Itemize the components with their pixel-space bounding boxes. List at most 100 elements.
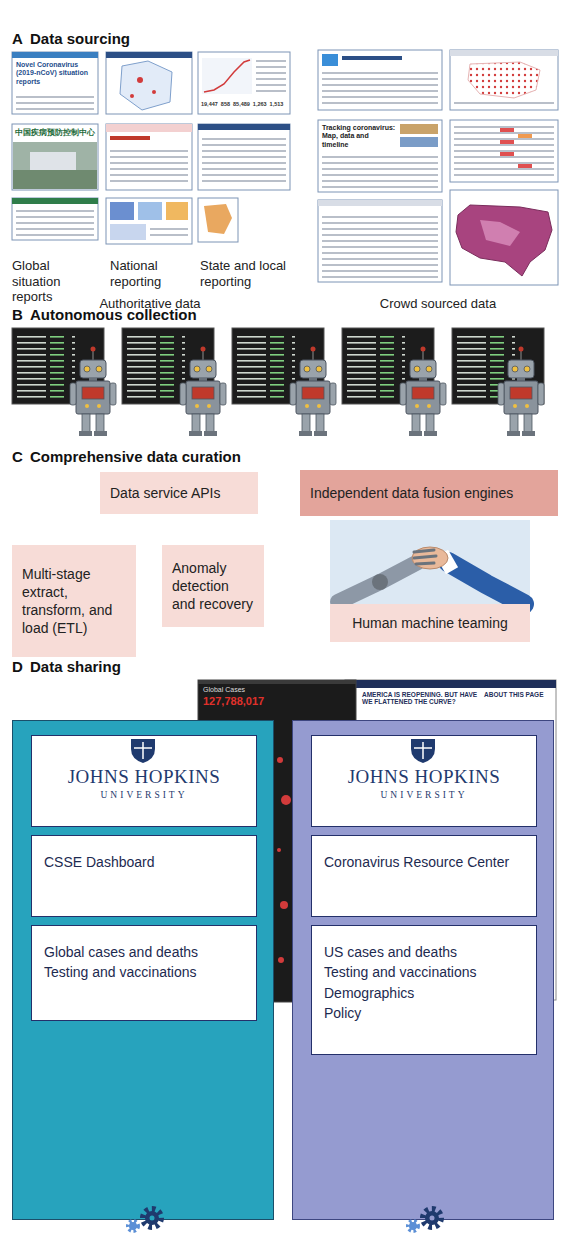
website-screenshot — [318, 200, 442, 206]
screenshot-text: Novel Coronavirus (2019-nCoV) situation … — [16, 61, 94, 86]
terminal-robot — [12, 328, 544, 436]
website-screenshot — [12, 52, 98, 58]
box-text: Policy — [324, 1003, 524, 1023]
handshake-illustration — [330, 520, 530, 640]
handshake-illustration — [448, 562, 524, 604]
box-text: Multi-stage extract, transform, and load… — [22, 565, 126, 638]
dashboard-screenshot — [278, 957, 284, 963]
map-screenshot — [480, 220, 520, 246]
website-screenshot — [16, 94, 94, 110]
website-screenshot — [500, 140, 514, 144]
list-box: US cases and deathsTesting and vaccinati… — [311, 925, 537, 1055]
website-screenshot — [322, 54, 338, 66]
website-screenshot — [30, 152, 76, 170]
website-screenshot — [345, 680, 556, 688]
website-screenshot — [198, 124, 290, 190]
box-text: Anomaly detection and recovery — [172, 559, 254, 614]
website-screenshot — [400, 124, 438, 134]
website-screenshot — [256, 58, 286, 94]
website-screenshot — [500, 152, 514, 156]
website-screenshot — [138, 202, 162, 220]
website-screenshot — [450, 120, 558, 182]
screenshot-number: 1,263 — [253, 101, 267, 108]
section-letter: D — [12, 658, 23, 676]
website-screenshot — [110, 202, 134, 220]
website-screenshot — [198, 198, 238, 242]
website-screenshot — [518, 164, 532, 168]
website-screenshot — [106, 198, 192, 244]
website-screenshot — [152, 90, 156, 94]
website-screenshot — [204, 60, 250, 92]
map-screenshot — [456, 205, 552, 276]
website-screenshot — [202, 58, 252, 94]
box-text: Testing and vaccinations — [44, 962, 244, 982]
gear-icon — [409, 1222, 417, 1230]
box-text: Global cases and deaths — [44, 942, 244, 962]
dashboard-screenshot — [198, 680, 356, 684]
section-letter: C — [12, 448, 23, 466]
website-screenshot — [110, 146, 188, 184]
screenshot-number: 127,788,017 — [203, 695, 264, 708]
website-screenshot — [13, 170, 97, 189]
terminal-robot — [400, 347, 446, 437]
website-screenshot — [106, 124, 192, 132]
section-heading: Data sourcing — [30, 30, 130, 48]
box-text: Human machine teaming — [340, 614, 520, 632]
screenshot-text: AMERICA IS REOPENING. BUT HAVE WE FLATTE… — [362, 691, 478, 706]
group-label: Crowd sourced data — [338, 296, 538, 312]
website-screenshot — [106, 124, 192, 190]
logo-box: JOHNS HOPKINSUNIVERSITY — [311, 735, 537, 827]
box-text: JOHNS HOPKINS — [324, 766, 524, 789]
website-screenshot — [468, 62, 540, 98]
box-text: UNIVERSITY — [324, 789, 524, 802]
title-box: CSSE Dashboard — [31, 835, 257, 917]
website-screenshot — [318, 50, 442, 110]
website-screenshot — [450, 50, 558, 110]
handshake-illustration — [338, 562, 418, 602]
process-box: Anomaly detection and recovery — [162, 545, 264, 627]
website-screenshot — [166, 202, 188, 220]
title-box: Coronavirus Resource Center — [311, 835, 537, 917]
source-label: State and local reporting — [200, 258, 300, 289]
box-text: Independent data fusion engines — [310, 484, 548, 502]
website-screenshot — [318, 200, 442, 282]
website-screenshot — [342, 56, 402, 60]
website-screenshot — [202, 134, 286, 186]
box-text: JOHNS HOPKINS — [44, 766, 244, 789]
website-screenshot — [400, 137, 438, 147]
website-screenshot — [318, 120, 442, 192]
logo-box: JOHNS HOPKINSUNIVERSITY — [31, 735, 257, 827]
section-heading: Autonomous collection — [30, 306, 197, 324]
box-text: CSSE Dashboard — [44, 852, 244, 872]
box-text: Testing and vaccinations — [324, 962, 524, 982]
website-screenshot — [198, 198, 238, 242]
website-screenshot — [130, 94, 134, 98]
website-screenshot — [137, 77, 143, 83]
website-screenshot — [318, 200, 442, 282]
map-screenshot — [450, 190, 558, 285]
gear-icon — [128, 1221, 138, 1231]
screenshot-number: 858 — [221, 101, 230, 108]
output-panel: JOHNS HOPKINSUNIVERSITY CSSE DashboardGlo… — [12, 720, 274, 1220]
website-screenshot — [322, 72, 438, 106]
output-panel: JOHNS HOPKINSUNIVERSITYCoronavirus Resou… — [292, 720, 554, 1220]
screenshot-text: Tracking coronavirus: Map, data and time… — [322, 124, 396, 149]
website-screenshot — [204, 204, 232, 234]
dashboard-screenshot — [280, 901, 288, 909]
website-screenshot — [106, 52, 192, 114]
website-screenshot — [106, 52, 192, 114]
process-box: Data service APIs — [100, 472, 258, 514]
screenshot-text: Global Cases — [203, 686, 245, 694]
website-screenshot — [322, 156, 438, 188]
terminal-robot — [290, 347, 336, 437]
box-text: Data service APIs — [110, 484, 248, 502]
website-screenshot — [318, 50, 442, 110]
terminal-robot — [180, 347, 226, 437]
screenshot-number: 19,447 — [201, 101, 218, 108]
website-screenshot — [110, 224, 146, 240]
section-letter: B — [12, 306, 23, 324]
website-screenshot — [500, 128, 514, 132]
website-screenshot — [450, 120, 558, 182]
section-letter: A — [12, 30, 23, 48]
map-screenshot — [450, 190, 558, 285]
